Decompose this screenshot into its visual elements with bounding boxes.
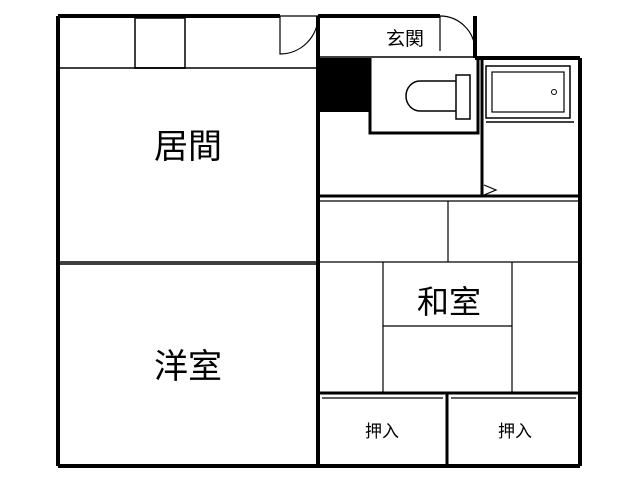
bathtub-inner (491, 71, 565, 113)
living-door-swing (279, 15, 319, 55)
inner-walls (58, 56, 475, 265)
closet-right-label: 押入 (498, 422, 532, 442)
toilet-walls (368, 58, 480, 135)
entrance-door-swing (439, 15, 476, 52)
pipe-shaft (318, 58, 370, 112)
living-room-label: 居間 (154, 127, 222, 167)
bathtub (485, 65, 571, 119)
western-room-label: 洋室 (154, 347, 222, 387)
closet-left-label: 押入 (365, 422, 399, 442)
japanese-room-label: 和室 (417, 283, 481, 321)
kitchen-cabinet (134, 17, 186, 69)
toilet-bowl (405, 80, 456, 112)
toilet-tank (455, 74, 471, 120)
bathroom (480, 58, 574, 196)
toilet-room (368, 58, 480, 135)
bath-drain (551, 89, 557, 95)
closets (318, 391, 580, 466)
tatami-room (318, 201, 580, 392)
bath-door-mark (483, 184, 498, 196)
entrance-label: 玄関 (386, 28, 424, 50)
